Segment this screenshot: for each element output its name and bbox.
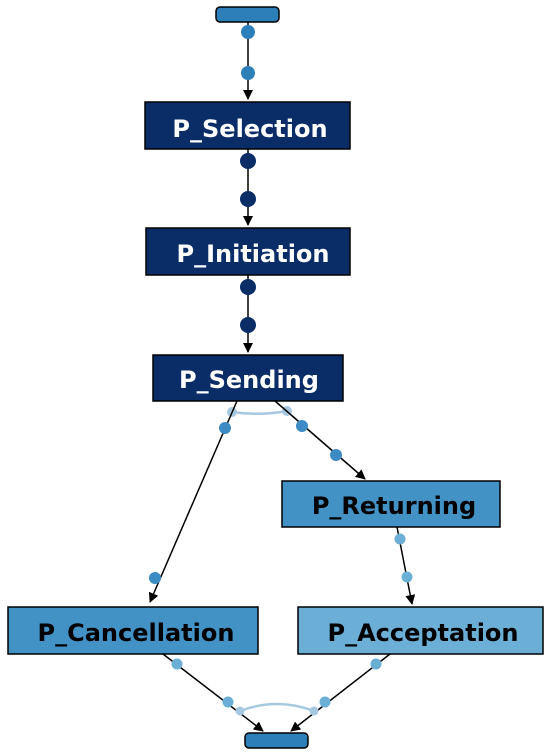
node-label: P_Initiation bbox=[177, 240, 330, 268]
split-arc bbox=[231, 409, 288, 415]
edge-dot bbox=[370, 658, 382, 670]
edge-dot bbox=[219, 422, 231, 434]
node-p-cancellation[interactable]: P_Cancellation bbox=[7, 606, 259, 655]
node-p-sending[interactable]: P_Sending bbox=[152, 354, 344, 402]
node-label: P_Returning bbox=[312, 492, 476, 520]
node-p-selection[interactable]: P_Selection bbox=[144, 101, 351, 150]
node-box bbox=[281, 480, 501, 528]
node-box bbox=[152, 354, 344, 402]
join-dot bbox=[235, 706, 245, 716]
node-p-returning[interactable]: P_Returning bbox=[281, 480, 501, 528]
edges-layer bbox=[148, 22, 416, 732]
start-node[interactable] bbox=[215, 6, 280, 23]
edge-dot bbox=[171, 658, 183, 670]
edge-dot bbox=[319, 696, 331, 708]
node-p-initiation[interactable]: P_Initiation bbox=[145, 227, 351, 276]
node-box bbox=[145, 227, 351, 276]
edge-dot bbox=[240, 191, 256, 207]
node-box bbox=[144, 101, 351, 150]
join-arc bbox=[239, 702, 315, 713]
edge-dot bbox=[241, 25, 255, 39]
node-box bbox=[297, 606, 544, 655]
edge-dot bbox=[240, 153, 256, 169]
node-box bbox=[7, 606, 259, 655]
edge-dot bbox=[240, 279, 256, 295]
edge-dot bbox=[394, 533, 406, 545]
edge-dot bbox=[149, 572, 161, 584]
node-label: P_Selection bbox=[172, 115, 327, 143]
edge-sending-returning bbox=[274, 400, 366, 480]
edge-dot bbox=[296, 420, 308, 432]
join-dot bbox=[309, 706, 319, 716]
edge-dot bbox=[240, 317, 256, 333]
edge-sending-cancellation bbox=[148, 400, 238, 603]
node-label: P_Sending bbox=[179, 366, 319, 394]
node-label: P_Cancellation bbox=[38, 619, 235, 647]
node-label: P_Acceptation bbox=[327, 619, 518, 647]
edge-dot bbox=[401, 571, 413, 583]
node-p-acceptation[interactable]: P_Acceptation bbox=[297, 606, 544, 655]
nodes-layer: P_Selection P_Initiation P_Sending P_Ret… bbox=[7, 6, 544, 749]
end-node[interactable] bbox=[244, 732, 309, 749]
edge-dot bbox=[330, 449, 342, 461]
edge-dot bbox=[222, 696, 234, 708]
edge-dot bbox=[241, 66, 255, 80]
